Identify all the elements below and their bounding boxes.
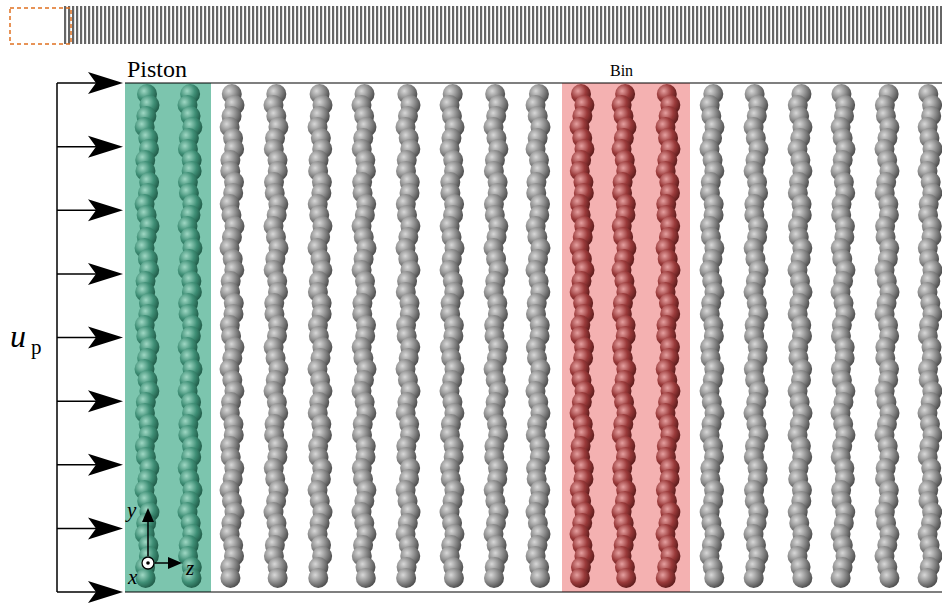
atom	[220, 568, 240, 588]
frame-line	[125, 591, 942, 592]
atom	[792, 568, 812, 588]
atom	[356, 568, 376, 588]
atom	[484, 568, 504, 588]
atom	[656, 568, 676, 588]
atom	[918, 568, 938, 588]
atom	[704, 568, 724, 588]
atom-columns	[135, 84, 942, 588]
frame-line	[125, 82, 942, 83]
atom	[396, 568, 416, 588]
axis-triad	[142, 508, 182, 569]
atom	[570, 568, 590, 588]
region-label: Piston	[127, 57, 187, 81]
region-label: Bin	[610, 63, 633, 79]
atom	[831, 568, 851, 588]
axis-label: y	[127, 500, 136, 521]
velocity-symbol: u	[10, 320, 26, 352]
atom	[268, 568, 288, 588]
piston-arrows	[57, 72, 123, 603]
axis-label: z	[186, 558, 194, 579]
atom	[530, 568, 550, 588]
atom	[444, 568, 464, 588]
full-sample-strip	[63, 6, 942, 44]
atom	[308, 568, 328, 588]
atom	[879, 568, 899, 588]
atom	[136, 568, 156, 588]
velocity-subscript: p	[31, 337, 42, 358]
atom	[616, 568, 636, 588]
atom	[744, 568, 764, 588]
axis-label: x	[128, 567, 137, 588]
zoom-box	[10, 8, 71, 44]
